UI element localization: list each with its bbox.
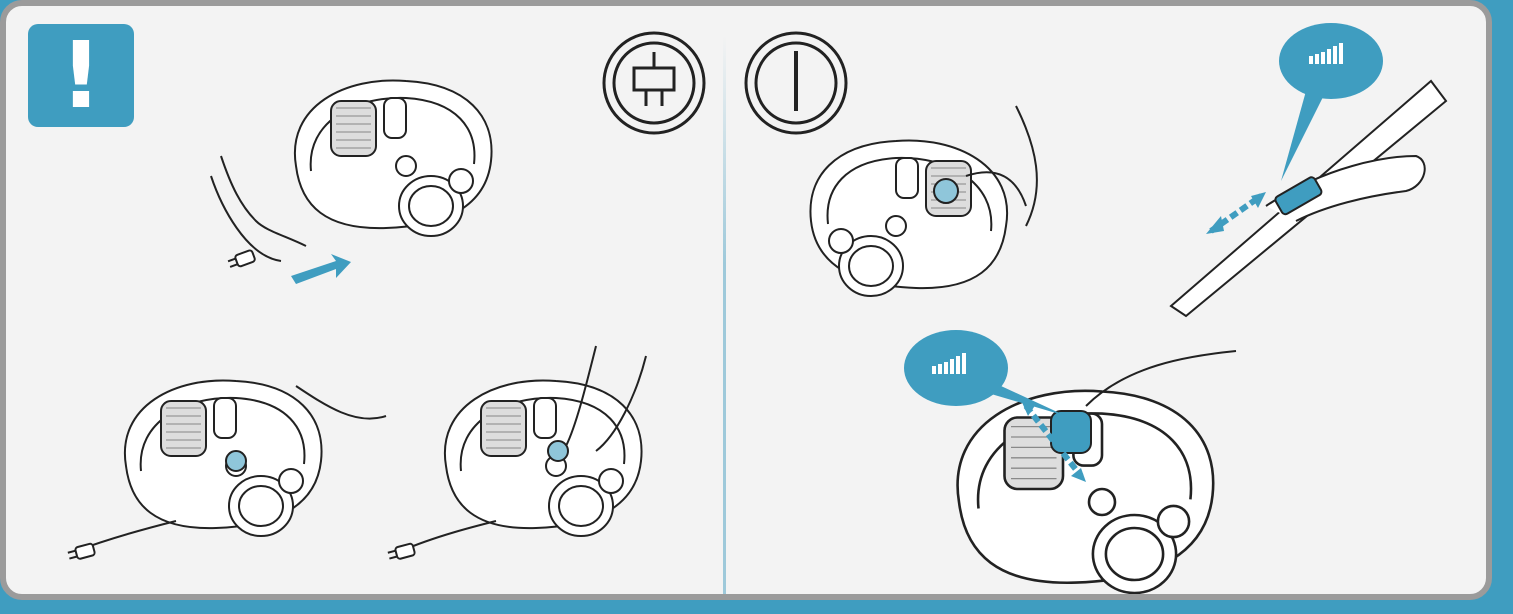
- handle-power-slider-illustration: [1171, 23, 1446, 316]
- vacuum-body-power-slider-illustration: [904, 330, 1236, 593]
- vacuum-switch-on-illustration: [810, 106, 1036, 296]
- vacuum-unplug-illustration: [211, 80, 492, 284]
- vacuum-cord-rewind-left: [67, 380, 386, 561]
- plug-icon: [604, 33, 704, 133]
- instruction-panel: !: [0, 0, 1492, 600]
- vacuum-cord-rewind-right: [387, 346, 646, 561]
- illustration-layer: [6, 6, 1492, 600]
- power-icon: [746, 33, 846, 133]
